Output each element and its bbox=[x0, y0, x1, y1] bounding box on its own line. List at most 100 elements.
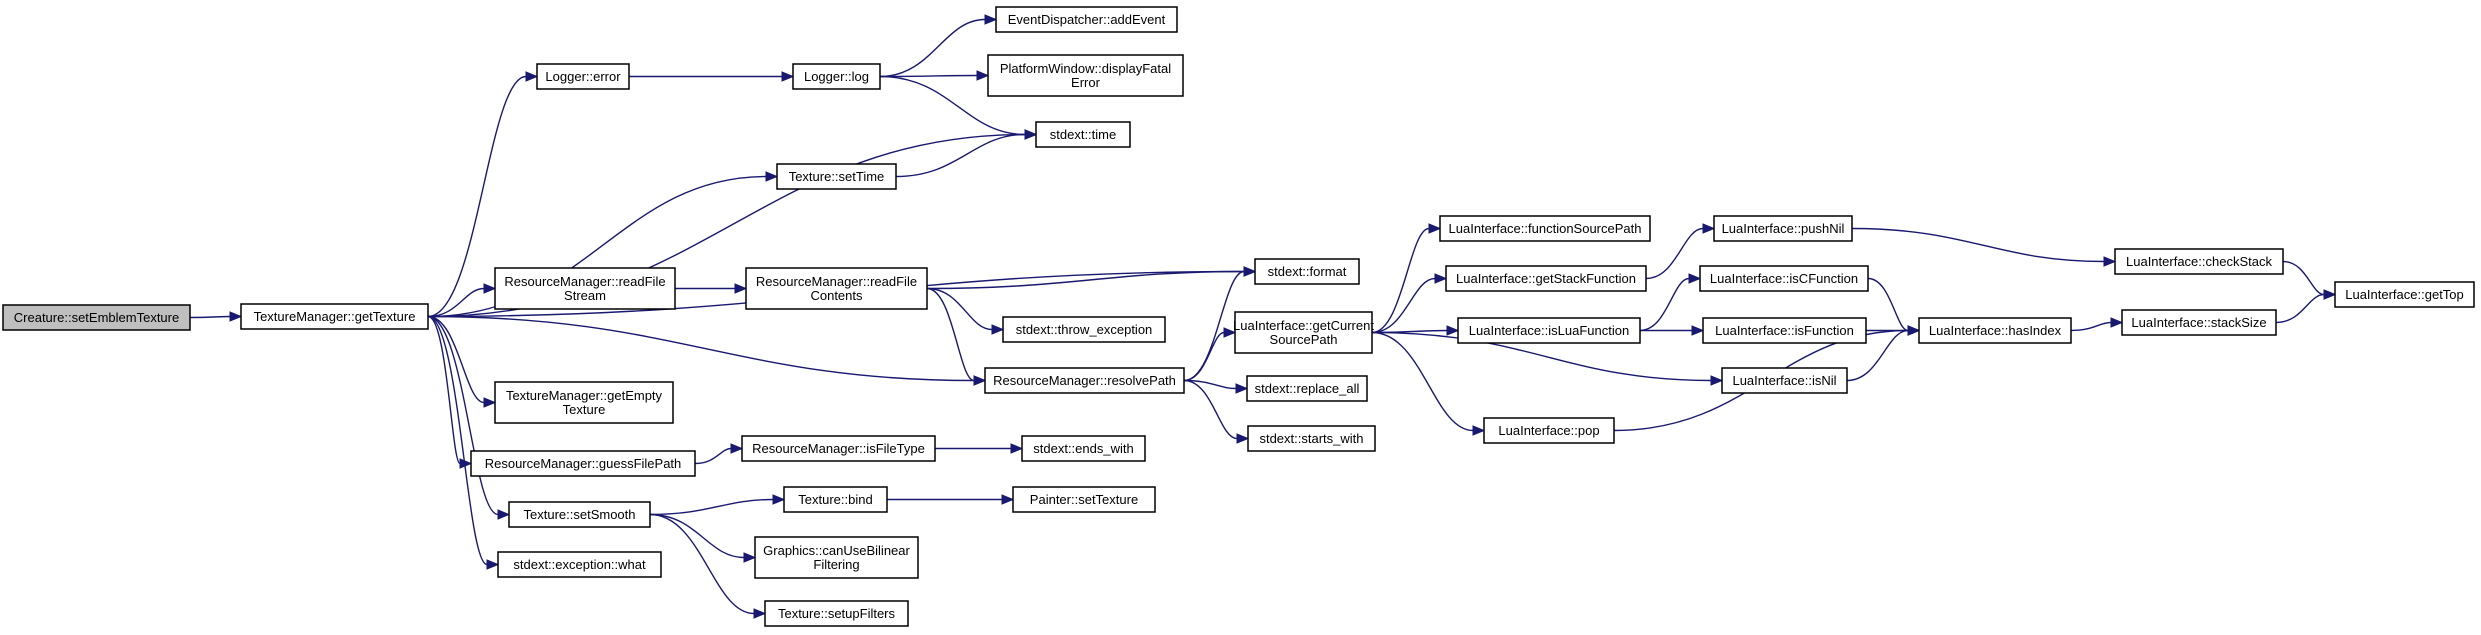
function-node-resourcemanager-resolvepath[interactable]: ResourceManager::resolvePath bbox=[984, 367, 1185, 394]
call-edge-line bbox=[2275, 293, 2325, 324]
function-node-logger-log[interactable]: Logger::log bbox=[792, 63, 881, 90]
function-node-label: LuaInterface::isFunction bbox=[1715, 323, 1854, 338]
arrowhead-icon bbox=[984, 14, 998, 25]
function-node-luainterface-isluafunction[interactable]: LuaInterface::isLuaFunction bbox=[1457, 317, 1641, 344]
function-node-eventdispatcher-addevent[interactable]: EventDispatcher::addEvent bbox=[995, 6, 1178, 33]
function-node-box bbox=[1234, 311, 1373, 354]
function-node-texture-setsmooth[interactable]: Texture::setSmooth bbox=[508, 501, 651, 528]
function-node-label: TextureManager::getTexture bbox=[254, 309, 416, 324]
call-edge-line bbox=[926, 287, 993, 331]
call-edge bbox=[427, 315, 497, 408]
function-node-painter-settexture[interactable]: Painter::setTexture bbox=[1012, 486, 1156, 513]
function-node-box bbox=[1702, 317, 1867, 344]
call-edge bbox=[887, 494, 1015, 505]
function-node-box bbox=[2, 304, 191, 331]
function-node-label: LuaInterface::getTop bbox=[2345, 287, 2464, 302]
call-edge-line bbox=[427, 287, 485, 318]
function-node-texture-bind[interactable]: Texture::bind bbox=[783, 486, 888, 513]
function-node-label: LuaInterface::hasIndex bbox=[1929, 323, 2062, 338]
function-node-texture-setupfilters[interactable]: Texture::setupFilters bbox=[764, 600, 909, 627]
function-node-stdext-throw-exception[interactable]: stdext::throw_exception bbox=[1002, 316, 1166, 343]
function-node-label: PlatformWindow::displayFatal bbox=[1000, 61, 1171, 76]
arrowhead-icon bbox=[1688, 273, 1702, 284]
arrowhead-icon bbox=[991, 324, 1005, 335]
function-node-label: Texture::setupFilters bbox=[778, 606, 896, 621]
function-node-stdext-ends-with[interactable]: stdext::ends_with bbox=[1021, 435, 1146, 462]
function-node-box bbox=[1713, 215, 1853, 242]
call-edge-line bbox=[1183, 379, 1238, 440]
function-node-luainterface-iscfunction[interactable]: LuaInterface::isCFunction bbox=[1699, 265, 1869, 292]
function-node-luainterface-functionsourcepath[interactable]: LuaInterface::functionSourcePath bbox=[1439, 215, 1651, 242]
call-edge bbox=[1851, 227, 2117, 267]
function-node-box bbox=[508, 501, 651, 528]
function-node-label: LuaInterface::functionSourcePath bbox=[1449, 221, 1642, 236]
function-node-resourcemanager-guessfilepath[interactable]: ResourceManager::guessFilePath bbox=[470, 450, 696, 477]
function-node-luainterface-gettop[interactable]: LuaInterface::getTop bbox=[2334, 281, 2475, 308]
function-node-label: ResourceManager::guessFilePath bbox=[485, 456, 682, 471]
function-node-box bbox=[1445, 265, 1647, 292]
function-node-luainterface-pop[interactable]: LuaInterface::pop bbox=[1483, 417, 1615, 444]
arrowhead-icon bbox=[525, 71, 539, 82]
function-node-texture-settime[interactable]: Texture::setTime bbox=[776, 163, 897, 190]
function-node-box bbox=[792, 63, 881, 90]
function-node-box bbox=[1254, 258, 1360, 285]
arrowhead-icon bbox=[497, 509, 511, 520]
call-edge bbox=[427, 315, 987, 386]
call-edge bbox=[2070, 317, 2124, 332]
call-edge-line bbox=[1371, 331, 1474, 432]
function-node-stdext-starts-with[interactable]: stdext::starts_with bbox=[1247, 425, 1376, 452]
function-node-label: LuaInterface::pop bbox=[1498, 423, 1599, 438]
arrowhead-icon bbox=[1446, 325, 1460, 336]
function-node-box bbox=[536, 63, 630, 90]
function-node-box bbox=[754, 536, 919, 579]
arrowhead-icon bbox=[753, 608, 767, 619]
function-node-stdext-format[interactable]: stdext::format bbox=[1254, 258, 1360, 285]
call-edge-line bbox=[1183, 331, 1225, 382]
arrowhead-icon bbox=[486, 559, 500, 570]
call-edge bbox=[926, 287, 987, 386]
function-node-label: ResourceManager::isFileType bbox=[752, 441, 925, 456]
call-edge bbox=[1645, 223, 1716, 280]
function-node-resourcemanager-isfiletype[interactable]: ResourceManager::isFileType bbox=[741, 435, 936, 462]
function-node-label: LuaInterface::isCFunction bbox=[1710, 271, 1858, 286]
function-node-stdext-exception-what[interactable]: stdext::exception::what bbox=[497, 551, 662, 578]
function-node-luainterface-checkstack[interactable]: LuaInterface::checkStack bbox=[2114, 248, 2284, 275]
function-node-luainterface-pushnil[interactable]: LuaInterface::pushNil bbox=[1713, 215, 1853, 242]
function-node-texturemanager-gettexture[interactable]: TextureManager::getTexture bbox=[240, 303, 429, 330]
function-node-label: Stream bbox=[564, 288, 606, 303]
function-node-box bbox=[1012, 486, 1156, 513]
function-node-label: SourcePath bbox=[1270, 332, 1338, 347]
arrowhead-icon bbox=[1691, 325, 1705, 336]
function-node-box bbox=[1035, 121, 1131, 148]
call-edge bbox=[1183, 379, 1249, 394]
function-node-luainterface-isfunction[interactable]: LuaInterface::isFunction bbox=[1702, 317, 1867, 344]
function-node-stdext-replace-all[interactable]: stdext::replace_all bbox=[1246, 375, 1368, 402]
arrowhead-icon bbox=[2110, 317, 2124, 328]
function-node-creature-setemblemtexture[interactable]: Creature::setEmblemTexture bbox=[2, 304, 191, 331]
function-node-box bbox=[2121, 309, 2277, 336]
function-node-luainterface-getstackfunction[interactable]: LuaInterface::getStackFunction bbox=[1445, 265, 1647, 292]
call-edge-line bbox=[2070, 321, 2112, 332]
function-node-label: LuaInterface::getStackFunction bbox=[1456, 271, 1636, 286]
arrowhead-icon bbox=[483, 397, 497, 408]
function-node-box bbox=[764, 600, 909, 627]
call-edge bbox=[895, 129, 1038, 178]
arrowhead-icon bbox=[1024, 129, 1038, 140]
function-node-stdext-time[interactable]: stdext::time bbox=[1035, 121, 1131, 148]
function-node-logger-error[interactable]: Logger::error bbox=[536, 63, 630, 90]
function-node-luainterface-isnil[interactable]: LuaInterface::isNil bbox=[1721, 367, 1848, 394]
function-node-box bbox=[1021, 435, 1146, 462]
function-node-luainterface-hasindex[interactable]: LuaInterface::hasIndex bbox=[1918, 317, 2072, 344]
arrowhead-icon bbox=[1001, 494, 1015, 505]
function-node-box bbox=[1247, 425, 1376, 452]
function-node-label: LuaInterface::pushNil bbox=[1722, 221, 1845, 236]
function-node-luainterface-stacksize[interactable]: LuaInterface::stackSize bbox=[2121, 309, 2277, 336]
function-node-box bbox=[1439, 215, 1651, 242]
